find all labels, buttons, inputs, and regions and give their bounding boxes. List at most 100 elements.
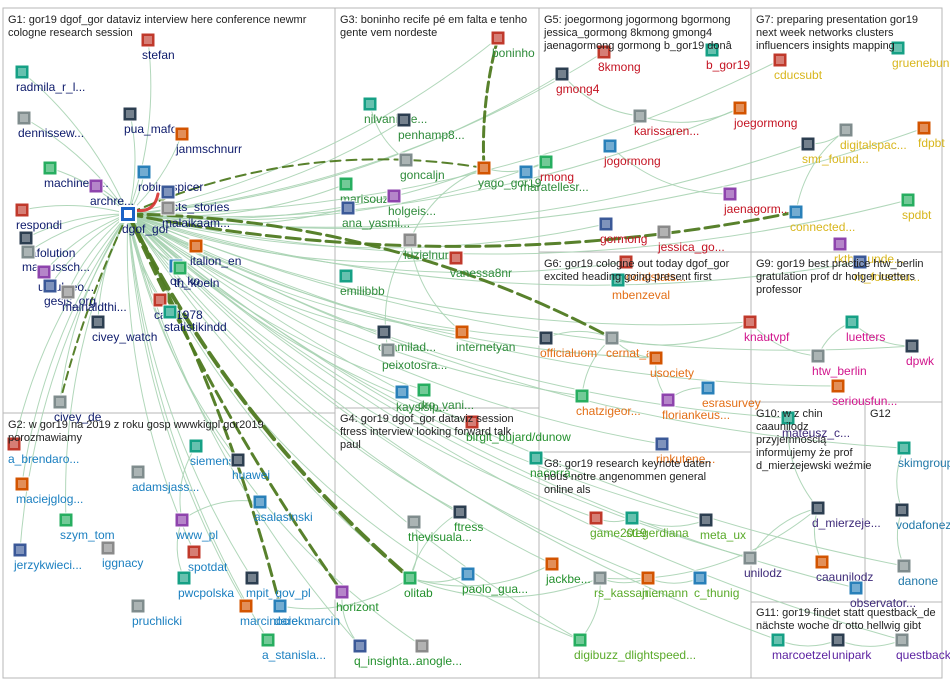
node-digitalspac-[interactable]: digitalspac... — [838, 122, 907, 152]
node-yago-gor19[interactable]: yago_gor19 — [476, 160, 542, 190]
node-statistikindd[interactable]: statistikindd — [162, 304, 227, 334]
node-a-stanisla-[interactable]: a_stanisla... — [260, 632, 326, 662]
node-adamsjass-[interactable]: adamsjass... — [130, 464, 199, 494]
node-boninho[interactable]: boninho — [490, 30, 535, 60]
node-karissaren-[interactable]: karissaren... — [632, 108, 699, 138]
node-game2019[interactable]: game2019 — [588, 510, 647, 540]
node-malaikaam-[interactable]: malaikaam... — [160, 200, 230, 230]
node-jaenagorm-[interactable]: jaenagorm... — [722, 186, 791, 216]
node-marcoetzel[interactable]: marcoetzel — [770, 632, 831, 662]
node-connected-[interactable]: connected... — [788, 204, 855, 234]
node-ana-yasmi-[interactable]: ana_yasmi... — [340, 200, 410, 230]
node-gmong4[interactable]: gmong4 — [554, 66, 600, 96]
node-mainaldthi-[interactable]: mainaldthi... — [60, 284, 127, 314]
node-pruchlicki[interactable]: pruchlicki — [130, 598, 182, 628]
node-htw-berlin[interactable]: htw_berlin — [810, 348, 867, 378]
node-th-koeln[interactable]: th_koeln — [172, 260, 219, 290]
node-a-brendaro-[interactable]: a_brendaro... — [6, 436, 79, 466]
node-rmong[interactable]: rmong — [538, 154, 574, 184]
node-dpwk[interactable]: dpwk — [904, 338, 935, 368]
node-esrasurvey[interactable]: esrasurvey — [700, 380, 761, 410]
node-digibuzz-dlightspeed-[interactable]: digibuzz_dlightspeed... — [572, 632, 696, 662]
node-holgeis-[interactable]: holgeis... — [386, 188, 436, 218]
node-gesis-org[interactable]: gesis_org — [42, 278, 96, 308]
node-unipark[interactable]: unipark — [830, 632, 872, 662]
node-marcinocie-[interactable]: marcinocie... — [238, 598, 308, 628]
node-jogormong[interactable]: jogormong — [602, 138, 661, 168]
node-cducsubt[interactable]: cducsubt — [772, 52, 823, 82]
node-gruenebun-[interactable]: gruenebun... — [890, 40, 950, 70]
node-emilibbb[interactable]: emilibbb — [338, 268, 385, 298]
node-szym-tom[interactable]: szym_tom — [58, 512, 115, 542]
node-pwcpolska[interactable]: pwcpolska — [176, 570, 234, 600]
node-goncaljn[interactable]: goncaljn — [398, 152, 445, 182]
node-smr-found-[interactable]: smr_found... — [800, 136, 869, 166]
node-8kmong[interactable]: 8kmong — [596, 44, 641, 74]
node-spotdat[interactable]: spotdat — [186, 544, 228, 574]
node-paolo-gua-[interactable]: paolo_gua... — [460, 566, 528, 596]
node-nilvaniase-[interactable]: nilvaniase... — [362, 96, 427, 126]
node-dro-vani-[interactable]: dro_vani... — [416, 382, 474, 412]
node-dennissew-[interactable]: dennissew... — [16, 110, 84, 140]
node-kaysisip-[interactable]: kaysisip... — [394, 384, 449, 414]
node-stefan[interactable]: stefan — [140, 32, 175, 62]
node-fdpbt[interactable]: fdpbt — [916, 120, 945, 150]
node-vodafonezi-[interactable]: vodafonezi... — [894, 502, 950, 532]
node-skimgroup[interactable]: skimgroup — [896, 440, 950, 470]
node-horizont[interactable]: horizont — [334, 584, 379, 614]
node-luetters[interactable]: luetters — [844, 314, 885, 344]
node-maratellesr-[interactable]: maratellesr... — [518, 164, 589, 194]
node-b-gor19[interactable]: b_gor19 — [704, 42, 750, 72]
node-rkthebunde-[interactable]: rkthebunde... — [832, 236, 904, 266]
node-q-insighta-[interactable]: q_insighta... — [352, 638, 419, 668]
node-d-mierzeje-[interactable]: d_mierzeje... — [810, 500, 881, 530]
node-jackbe-[interactable]: jackbe... — [544, 556, 591, 586]
node-knautvpf[interactable]: knautvpf — [742, 314, 790, 344]
node-radmila-r-l-[interactable]: radmila_r_l... — [14, 64, 85, 94]
node-civey-watch[interactable]: civey_watch — [90, 314, 157, 344]
node-nacorra-[interactable]: nacorra... — [528, 450, 581, 480]
node-ftress[interactable]: ftress — [452, 504, 483, 534]
node-respondi[interactable]: respondi — [14, 202, 62, 232]
node-floriankeus-[interactable]: floriankeus... — [660, 392, 730, 422]
node-facts-stories[interactable]: facts_stories — [160, 184, 229, 214]
node-archre-[interactable]: archre... — [88, 178, 134, 208]
node-rs-kassan-[interactable]: rs_kassan... — [592, 570, 659, 600]
node-huawei[interactable]: huawei — [230, 452, 270, 482]
node-mateusz-c-[interactable]: mateusz_c... — [780, 410, 850, 440]
node-rinkutene-[interactable]: rinkutene... — [654, 436, 715, 466]
node-meta-ux[interactable]: meta_ux — [698, 512, 746, 542]
node-iggnacy[interactable]: iggnacy — [100, 540, 143, 570]
node-danone[interactable]: danone — [896, 558, 938, 588]
node-m-forschu-[interactable]: m_forschu... — [852, 254, 920, 284]
node-darekmarcin[interactable]: darekmarcin — [272, 598, 340, 628]
node-cast1978[interactable]: cast1978 — [152, 292, 203, 322]
node-jessica-go-[interactable]: jessica_go... — [656, 224, 725, 254]
node-olitab[interactable]: olitab — [402, 570, 433, 600]
node-vanessa8nr[interactable]: vanessa8nr — [448, 250, 512, 280]
node-pua-mafo[interactable]: pua_mafo — [122, 106, 178, 136]
node-usociety[interactable]: usociety — [648, 350, 694, 380]
node-thevisuala-[interactable]: thevisuala... — [406, 514, 472, 544]
node-gormong[interactable]: gormong — [598, 216, 647, 246]
node-anogle-[interactable]: anogle... — [414, 638, 462, 668]
node-joegormong[interactable]: joegormong — [732, 100, 797, 130]
node-seriousfun-[interactable]: seriousfun... — [830, 378, 897, 408]
node-jerzykwieci-[interactable]: jerzykwieci... — [12, 542, 82, 572]
node-c-thunig[interactable]: c_thunig — [692, 570, 739, 600]
node-officialuom[interactable]: officialuom — [538, 330, 597, 360]
node-observator-[interactable]: observator... — [848, 580, 916, 610]
node-peixotosra-[interactable]: peixotosra... — [380, 342, 447, 372]
node-www-pl[interactable]: www_pl — [174, 512, 218, 542]
node-stegerdiana[interactable]: stegerdiana — [624, 510, 689, 540]
node-questback-[interactable]: questback... — [894, 632, 950, 662]
node-chatzigeor-[interactable]: chatzigeor... — [574, 388, 641, 418]
node-birgit-bujard-dunow[interactable]: birgit_bujard/dunow — [464, 414, 571, 444]
node-civey-de[interactable]: civey_de — [52, 394, 102, 424]
node-socialstats-[interactable]: socialstats... — [618, 254, 686, 284]
node-unilodz[interactable]: unilodz — [742, 550, 782, 580]
node-internetyan[interactable]: internetyan — [454, 324, 515, 354]
node-janmschnurr[interactable]: janmschnurr — [174, 126, 242, 156]
node-siemens[interactable]: siemens — [188, 438, 235, 468]
node-jriemann[interactable]: jriemann — [640, 570, 688, 600]
